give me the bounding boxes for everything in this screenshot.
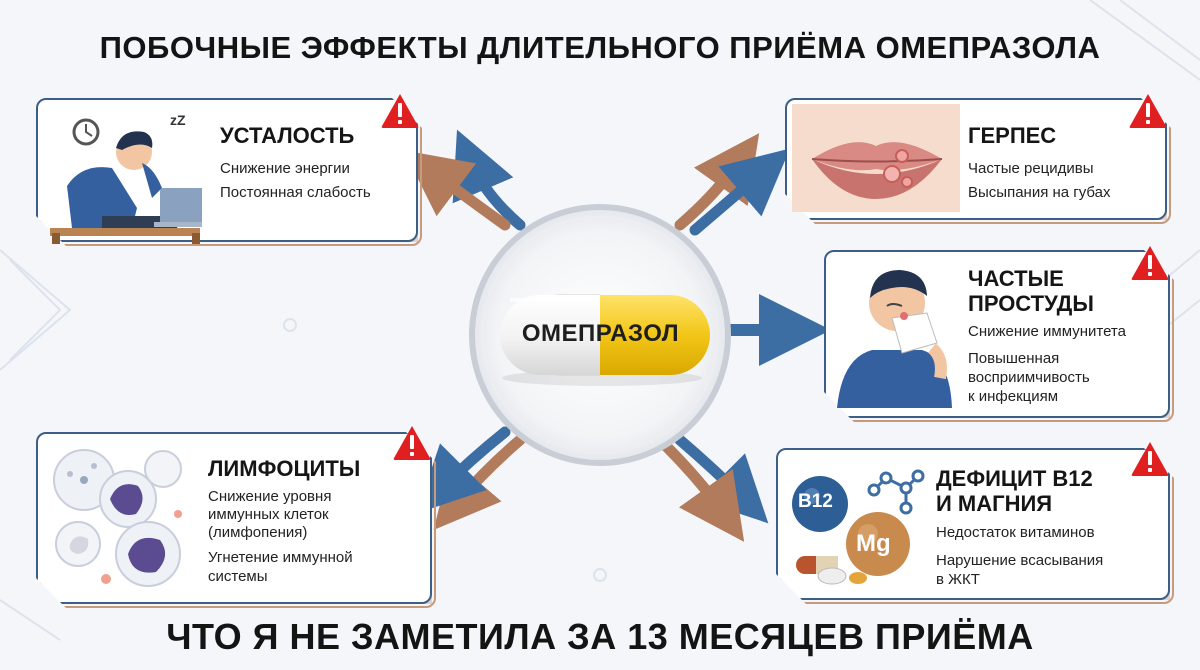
deficit-line: Нарушение всасывания (936, 552, 1104, 569)
colds-line: Снижение иммунитета (968, 323, 1126, 340)
vitamins-illustration (792, 469, 925, 585)
fatigue-line: Постоянная слабость (220, 184, 371, 201)
b12-label: B12 (798, 491, 833, 512)
colds-line: Повышенная (968, 350, 1060, 367)
sick-person-illustration (837, 270, 952, 408)
warning-triangle-icon (1131, 442, 1169, 476)
lymphocytes-line: иммунных клеток (208, 506, 329, 523)
deficit-line: в ЖКТ (936, 571, 980, 588)
lymphocytes-illustration (53, 449, 182, 587)
fatigue-title: УСТАЛОСТЬ (220, 123, 355, 148)
pill-icon (500, 294, 710, 386)
arrow-to-herpes (674, 133, 791, 236)
warning-triangle-icon (1129, 94, 1167, 128)
deficit-line: Недостаток витаминов (936, 524, 1095, 541)
lips-illustration (792, 104, 960, 212)
arrow-to-fatigue (403, 129, 526, 231)
arrow-to-lymphocytes (416, 426, 526, 531)
herpes-line: Высыпания на губах (968, 184, 1111, 201)
lymphocytes-line: Угнетение иммунной (208, 549, 353, 566)
colds-title-line: ЧАСТЫЕ (968, 266, 1064, 291)
colds-line: к инфекциям (968, 388, 1059, 405)
fatigue-line: Снижение энергии (220, 160, 350, 177)
warning-triangle-icon (381, 94, 419, 128)
warning-triangle-icon (1131, 246, 1169, 280)
lymphocytes-line: (лимфопения) (208, 524, 308, 541)
sleep-symbol: zZ (170, 112, 186, 128)
tired-person-illustration (50, 118, 202, 244)
deficit-title-line: И МАГНИЯ (936, 491, 1053, 516)
lymphocytes-line: Снижение уровня (208, 488, 332, 505)
colds-line: восприимчивость (968, 369, 1090, 386)
warning-triangle-icon (393, 426, 431, 460)
colds-title-line: ПРОСТУДЫ (968, 291, 1094, 316)
herpes-title: ГЕРПЕС (968, 123, 1057, 148)
deficit-title-line: ДЕФИЦИТ B12 (936, 466, 1093, 491)
mg-label: Mg (856, 530, 891, 557)
arrow-to-deficit (659, 434, 769, 542)
page-title: ПОБОЧНЫЕ ЭФФЕКТЫ ДЛИТЕЛЬНОГО ПРИЁМА ОМЕП… (99, 30, 1101, 65)
pill-label: ОМЕПРАЗОЛ (521, 320, 680, 347)
lymphocytes-title: ЛИМФОЦИТЫ (208, 456, 361, 481)
herpes-line: Частые рецидивы (968, 160, 1094, 177)
lymphocytes-line: системы (208, 568, 268, 585)
footer-caption: ЧТО Я НЕ ЗАМЕТИЛА ЗА 13 МЕСЯЦЕВ ПРИЁМА (166, 616, 1034, 657)
